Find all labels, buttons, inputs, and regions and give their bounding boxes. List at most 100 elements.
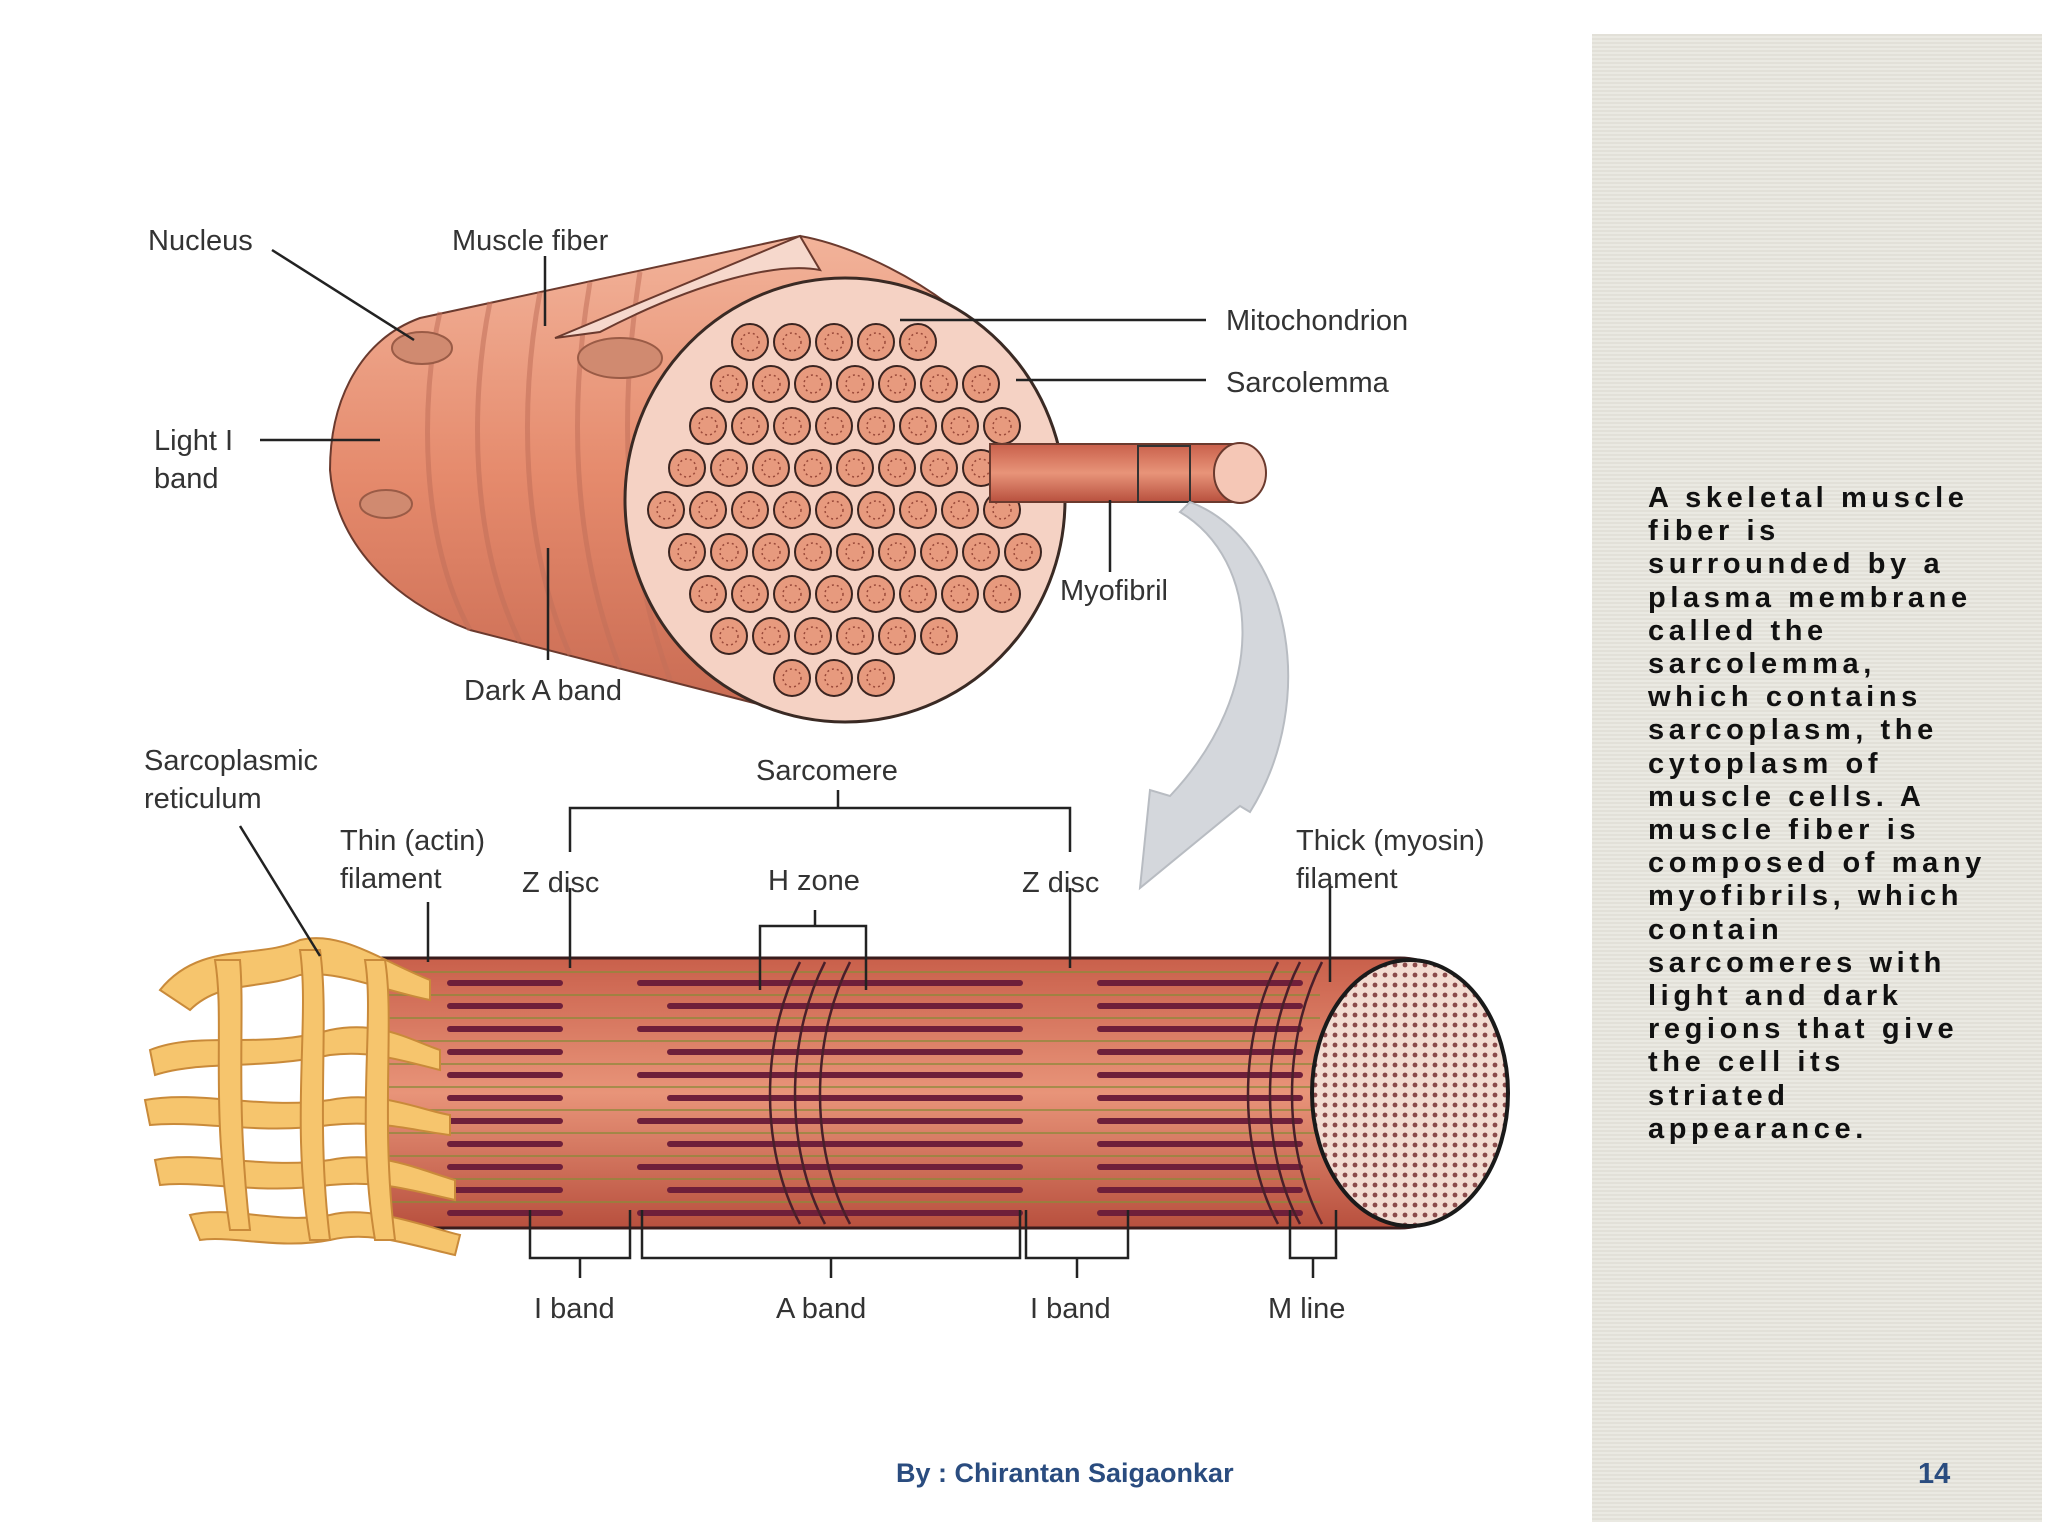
myofibril-circle: [920, 449, 958, 487]
label-sarcolemma: Sarcolemma: [1226, 367, 1390, 399]
myofibril-end: [1213, 442, 1267, 504]
myofibril-circle-dots: [782, 584, 802, 604]
myofibril-circle: [773, 491, 811, 529]
myofibril-circle: [773, 323, 811, 361]
myofibril-circle-dots: [887, 626, 907, 646]
label-sarcoplasmic-line2: reticulum: [144, 783, 262, 815]
myofibril-circle: [773, 407, 811, 445]
muscle-fiber-diagram: Nucleus Muscle fiber Mitochondrion Sarco…: [143, 225, 1510, 1325]
myofibril-circle: [1004, 533, 1042, 571]
label-z-disc-right: Z disc: [1022, 867, 1099, 899]
myofibril-circle-dots: [950, 416, 970, 436]
myofibril-circle-dots: [677, 458, 697, 478]
label-muscle-fiber: Muscle fiber: [452, 225, 609, 257]
myofibril-circle: [878, 533, 916, 571]
myofibril-circle: [962, 365, 1000, 403]
label-thin-filament-line2: filament: [340, 863, 442, 895]
myofibril-circle-dots: [698, 500, 718, 520]
myofibril-cross-end: [1310, 958, 1510, 1228]
label-i-band-left: I band: [534, 1293, 615, 1325]
myofibril-circle-dots: [803, 374, 823, 394]
muscle-fiber-illustration: [328, 234, 1290, 891]
myofibril-circle-dots: [740, 332, 760, 352]
nucleus-shape: [391, 331, 453, 365]
label-h-zone: H zone: [768, 865, 860, 897]
label-thin-filament-line1: Thin (actin): [340, 825, 485, 857]
myofibril-circle-dots: [761, 542, 781, 562]
label-light-i-band-line1: Light I: [154, 425, 233, 457]
myofibril-circle-dots: [845, 542, 865, 562]
label-dark-a-band: Dark A band: [464, 675, 622, 707]
label-myofibril: Myofibril: [1060, 575, 1168, 607]
myofibril-circle-dots: [950, 500, 970, 520]
myofibril-circle-dots: [992, 416, 1012, 436]
myofibril-circle: [920, 617, 958, 655]
myofibril-circle: [731, 323, 769, 361]
myofibril-circle-dots: [719, 374, 739, 394]
myofibril-circle: [941, 575, 979, 613]
myofibril-circle: [794, 533, 832, 571]
myofibril-circle-dots: [719, 458, 739, 478]
myofibril-circle: [752, 617, 790, 655]
myofibril-circle-dots: [782, 416, 802, 436]
myofibril-circle: [731, 491, 769, 529]
myofibril-circle: [752, 449, 790, 487]
myofibril-circle: [836, 617, 874, 655]
myofibril-circle: [668, 449, 706, 487]
myofibril-circle-dots: [950, 584, 970, 604]
myofibril-circle: [983, 407, 1021, 445]
nucleus-shape: [359, 489, 413, 519]
side-panel: [1592, 34, 2042, 1522]
myofibril-circle-dots: [845, 626, 865, 646]
myofibril-circle-dots: [803, 542, 823, 562]
myofibril-circle: [815, 659, 853, 697]
myofibril-circle: [836, 365, 874, 403]
magnify-box: [1137, 445, 1191, 503]
myofibril-circle-dots: [782, 500, 802, 520]
myofibril-circle-dots: [698, 416, 718, 436]
myofibril-circle-dots: [824, 584, 844, 604]
myofibril-circle: [962, 533, 1000, 571]
lower-leader-lines: [238, 790, 1338, 1278]
myofibril-circle: [794, 449, 832, 487]
m-line-arcs: [768, 961, 1324, 1225]
myofibril-circle: [920, 533, 958, 571]
myofibril-circle-dots: [929, 626, 949, 646]
myofibril-circle-dots: [719, 626, 739, 646]
myofibril-circle-dots: [908, 584, 928, 604]
myofibril-circle: [899, 575, 937, 613]
myofibril-circle: [731, 575, 769, 613]
myofibril-circle-dots: [761, 458, 781, 478]
myofibril-circle-dots: [908, 416, 928, 436]
myofibril-circle: [836, 449, 874, 487]
myofibril-circle-dots: [971, 374, 991, 394]
myofibril-circle: [941, 407, 979, 445]
myofibril-circle: [878, 365, 916, 403]
myofibril-circle-dots: [866, 332, 886, 352]
myofibril-circle: [983, 575, 1021, 613]
myofibril-circle-dots: [866, 668, 886, 688]
myofibril-circle-dots: [866, 500, 886, 520]
myofibril-circle: [899, 323, 937, 361]
myofibril-circle: [668, 533, 706, 571]
myofibril-circle-dots: [824, 332, 844, 352]
myofibril-circle: [752, 533, 790, 571]
myofibril-circle: [857, 575, 895, 613]
myofibril-circle: [899, 491, 937, 529]
myofibril-circle-dots: [803, 458, 823, 478]
myofibril-circle: [689, 575, 727, 613]
myofibril-circle: [710, 365, 748, 403]
page-number: 14: [1918, 1458, 1951, 1490]
myofibril-circle: [710, 449, 748, 487]
myofibril-circle: [752, 365, 790, 403]
myofibril-circle-dots: [929, 542, 949, 562]
myofibril-circle-dots: [845, 374, 865, 394]
myofibril-circle: [815, 407, 853, 445]
myofibril-circle: [647, 491, 685, 529]
myofibril-circle-dots: [929, 458, 949, 478]
myofibril-circle-dots: [740, 584, 760, 604]
myofibril-circle: [815, 575, 853, 613]
myofibril-circle: [815, 323, 853, 361]
myofibril-circle-dots: [698, 584, 718, 604]
label-thick-filament-line1: Thick (myosin): [1296, 825, 1485, 857]
